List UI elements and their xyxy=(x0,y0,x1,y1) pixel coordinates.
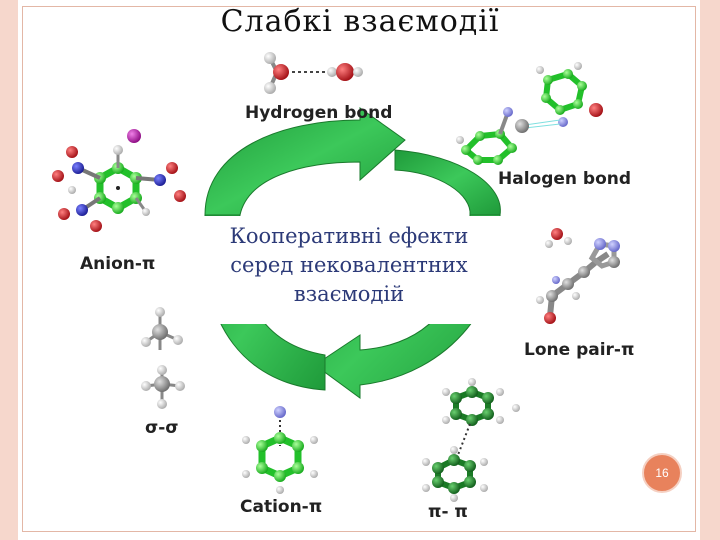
center-caption-line-1: Кооперативні ефекти xyxy=(229,224,469,248)
frame-left-border xyxy=(0,0,18,540)
pi-pi-molecule xyxy=(422,378,520,502)
slide-title: Слабкі взаємодії xyxy=(220,4,500,39)
center-caption-line-2: серед нековалентних xyxy=(230,253,468,277)
label-sigma-sigma: σ-σ xyxy=(145,418,179,438)
center-caption-line-3: взаємодій xyxy=(293,282,405,306)
slide-frame xyxy=(22,6,696,532)
lone-pair-pi-molecule xyxy=(536,228,620,324)
label-lone-pair-pi: Lone pair-π xyxy=(524,340,635,360)
page-number-badge: 16 xyxy=(642,453,682,493)
label-hydrogen-bond: Hydrogen bond xyxy=(245,103,393,123)
halogen-bond-molecule xyxy=(456,62,603,165)
label-anion-pi: Anion-π xyxy=(80,254,156,274)
label-cation-pi: Cation-π xyxy=(240,497,323,517)
center-panel xyxy=(198,216,502,324)
frame-right-border xyxy=(700,0,720,540)
center-caption: Кооперативні ефекти серед нековалентних … xyxy=(196,222,502,309)
hydrogen-bond-molecule xyxy=(264,52,363,94)
anion-pi-molecule xyxy=(52,129,186,232)
cation-pi-molecule xyxy=(242,406,318,494)
sigma-sigma-molecule xyxy=(141,307,185,409)
label-halogen-bond: Halogen bond xyxy=(498,169,632,189)
label-pi-pi: π- π xyxy=(428,502,468,522)
cycle-arrow-top xyxy=(204,107,501,216)
